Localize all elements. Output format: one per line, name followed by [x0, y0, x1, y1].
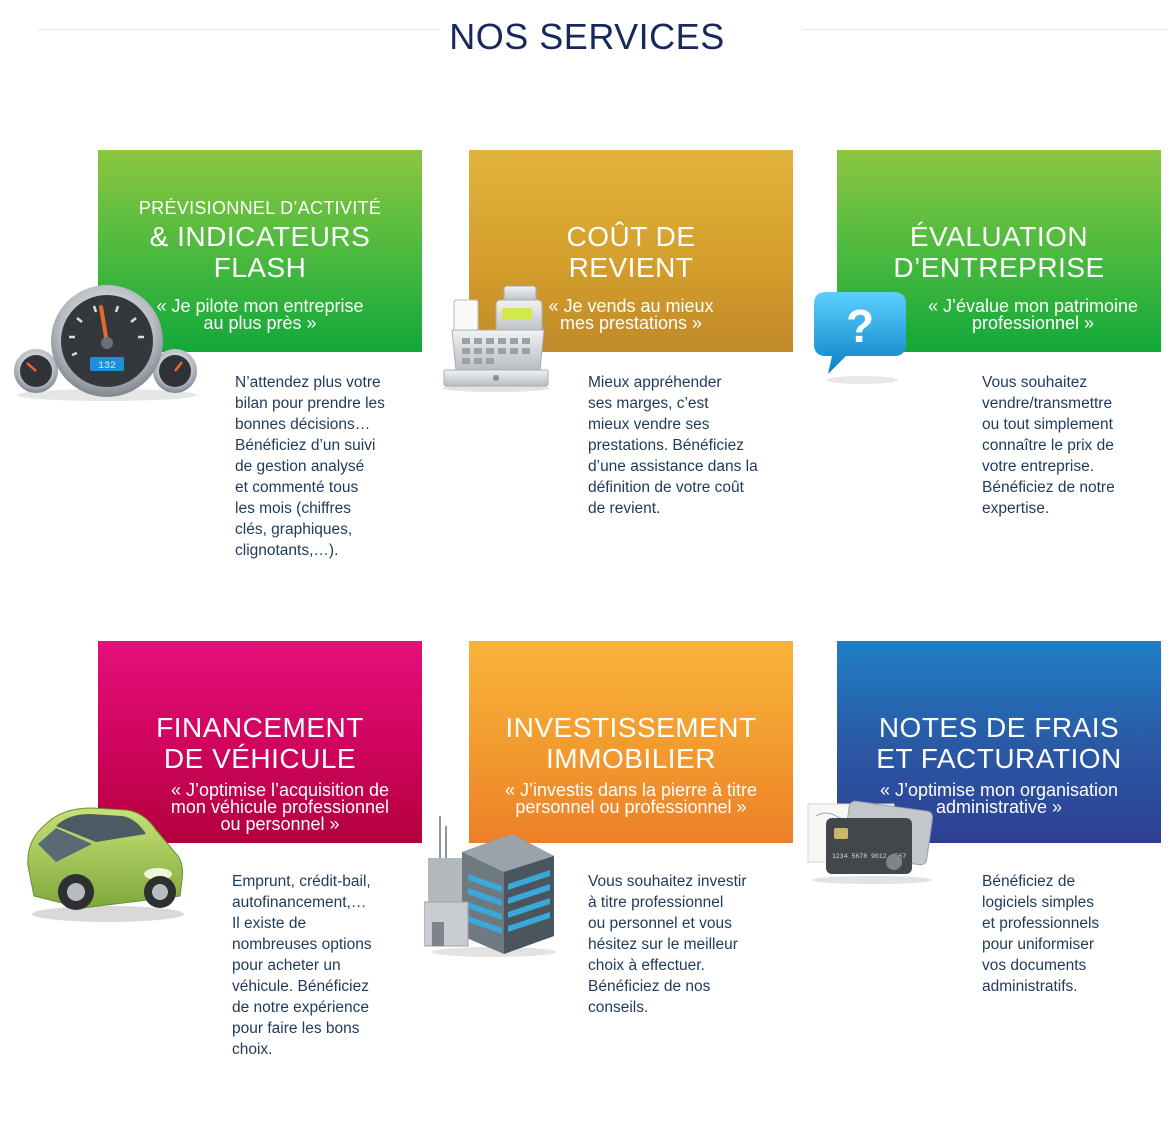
- card-quote: « J’investis dans la pierre à titre pers…: [504, 780, 758, 817]
- card-quote: « J’évalue mon patrimoine professionnel …: [927, 296, 1139, 333]
- page-title: NOS SERVICES: [449, 16, 725, 57]
- card-title: COÛT DE REVIENT: [566, 221, 696, 283]
- question-bubble-icon: ?: [814, 292, 906, 384]
- building-icon: [424, 816, 556, 957]
- service-card-previsionnel[interactable]: PRÉVISIONNEL D’ACTIVITÉ & INDICATEURS FL…: [98, 150, 422, 352]
- credit-card-icon: 1234 5678 9012 4567: [807, 800, 934, 884]
- card-title: INVESTISSEMENT IMMOBILIER: [505, 712, 757, 774]
- title-rule-left: [38, 29, 438, 30]
- title-rule-right: [803, 29, 1168, 30]
- cash-register-icon: [442, 286, 550, 392]
- card-title: ÉVALUATION D’ENTREPRISE: [893, 221, 1105, 283]
- card-title: & INDICATEURS FLASH: [149, 221, 371, 283]
- card-quote: « Je pilote mon entreprise au plus près …: [156, 296, 364, 333]
- card-quote: « J’optimise mon organisation administra…: [879, 780, 1119, 817]
- speedometer-icon: 132: [14, 285, 197, 401]
- card-title: FINANCEMENT DE VÉHICULE: [156, 712, 364, 774]
- svg-text:132: 132: [98, 361, 116, 372]
- svg-text:1234 5678 9012 4567: 1234 5678 9012 4567: [832, 853, 906, 860]
- svg-text:?: ?: [846, 300, 874, 352]
- service-card-evaluation[interactable]: ÉVALUATION D’ENTREPRISE « J’évalue mon p…: [837, 150, 1161, 352]
- card-quote: « Je vends au mieux mes prestations »: [548, 296, 714, 333]
- service-description: Emprunt, crédit-bail,autofinancement,…Il…: [232, 873, 372, 1058]
- card-title: NOTES DE FRAIS ET FACTURATION: [876, 712, 1122, 774]
- service-card-financement[interactable]: FINANCEMENT DE VÉHICULE « J’optimise l’a…: [98, 641, 422, 843]
- car-icon: [27, 807, 184, 922]
- card-quote: « J’optimise l’acquisition de mon véhicu…: [170, 780, 390, 834]
- service-card-investissement[interactable]: INVESTISSEMENT IMMOBILIER « J’investis d…: [469, 641, 793, 843]
- card-subtitle: PRÉVISIONNEL D’ACTIVITÉ: [138, 198, 382, 218]
